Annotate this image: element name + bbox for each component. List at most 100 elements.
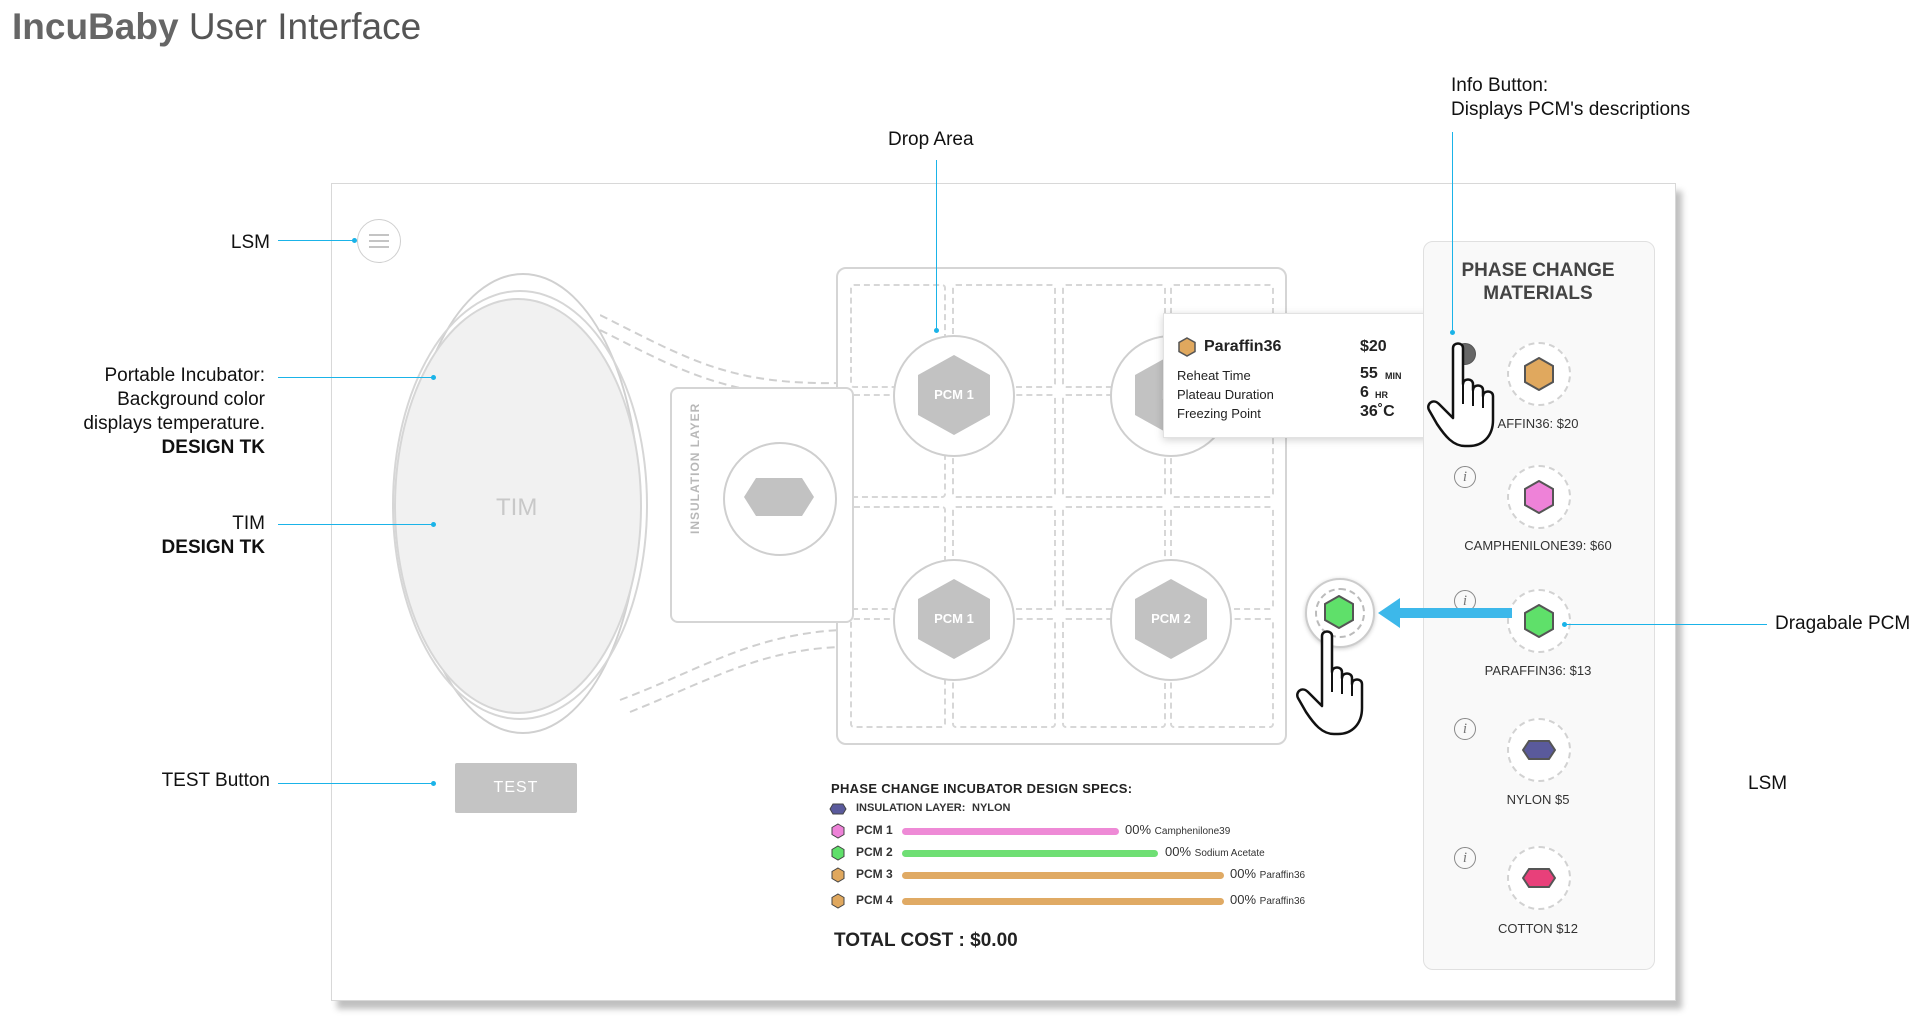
portable-incubator-ring bbox=[392, 290, 648, 720]
elongated-hexagon-red-icon bbox=[1522, 868, 1556, 888]
hexagon-orange-icon bbox=[1524, 357, 1554, 391]
pcm-label-5: COTTON $12 bbox=[1498, 921, 1578, 936]
annotation-line bbox=[278, 524, 433, 525]
annotation-line bbox=[278, 377, 433, 378]
specs-title: PHASE CHANGE INCUBATOR DESIGN SPECS: bbox=[831, 781, 1133, 796]
info-button[interactable]: i bbox=[1454, 466, 1476, 488]
spec-pcm-pct: 00% Paraffin36 bbox=[1230, 892, 1306, 907]
spec-pcm-label: PCM 3 bbox=[856, 867, 893, 881]
annotation-line bbox=[278, 240, 354, 241]
hand-pointer-cursor-icon bbox=[1427, 342, 1495, 448]
popup-pcm-price: $20 bbox=[1360, 338, 1387, 355]
insulation-layer-label: INSULATION LAYER bbox=[688, 402, 702, 534]
annotation-tim: TIM DESIGN TK bbox=[161, 513, 265, 558]
info-button[interactable]: i bbox=[1454, 847, 1476, 869]
hexagon-green-icon bbox=[831, 845, 845, 861]
sidebar-title-line1: PHASE CHANGE bbox=[1461, 260, 1615, 281]
spec-pcm2-bar bbox=[902, 850, 1158, 857]
dragged-pcm-ring bbox=[1315, 588, 1365, 638]
hexagon-gray-icon bbox=[918, 579, 990, 659]
spec-pcm4-bar bbox=[902, 898, 1224, 905]
annotation-dot bbox=[1562, 622, 1567, 627]
annotation-portable-incubator: Portable Incubator: Background color dis… bbox=[83, 365, 265, 458]
annotation-lsm-right: LSM bbox=[1748, 773, 1788, 794]
lsm-menu-button[interactable] bbox=[357, 219, 401, 263]
annotation-lsm-left: LSM bbox=[230, 232, 270, 253]
spec-pcm-pct: 00% Camphenilone39 bbox=[1125, 822, 1231, 837]
drop-slot-pcm2-bottom[interactable]: PCM 2 bbox=[1110, 559, 1232, 681]
hand-drag-cursor-icon bbox=[1296, 630, 1364, 736]
specs-insulation-value: NYLON bbox=[972, 802, 1011, 814]
page-title: IncuBaby User Interface bbox=[12, 6, 421, 48]
popup-row-label: Reheat Time bbox=[1177, 368, 1251, 383]
pcm-slot-nylon[interactable] bbox=[1507, 718, 1571, 782]
pcm-slot-paraffin36-green[interactable] bbox=[1507, 589, 1571, 653]
pcm-slot-camphenilone39[interactable] bbox=[1507, 465, 1571, 529]
drag-arrow-icon bbox=[1378, 598, 1512, 628]
annotation-dot bbox=[934, 328, 939, 333]
spec-pcm-pct: 00% Sodium Acetate bbox=[1165, 844, 1265, 859]
hamburger-icon bbox=[369, 234, 389, 248]
annotation-drop-area: Drop Area bbox=[888, 129, 974, 150]
drop-slot-pcm1-bottom[interactable]: PCM 1 bbox=[893, 559, 1015, 681]
elongated-hexagon-navy-icon bbox=[829, 803, 847, 815]
page-title-brand: IncuBaby bbox=[12, 6, 179, 47]
annotation-dot bbox=[431, 781, 436, 786]
test-button[interactable]: TEST bbox=[455, 763, 577, 813]
insulation-hexagon-icon bbox=[744, 478, 814, 516]
spec-pcm3-bar bbox=[902, 872, 1224, 879]
spec-pcm-label: PCM 1 bbox=[856, 823, 893, 837]
tim-label: TIM bbox=[496, 494, 538, 521]
total-cost: TOTAL COST : $0.00 bbox=[834, 930, 1018, 952]
annotation-test-button: TEST Button bbox=[161, 770, 270, 791]
annotation-dragable-pcm: Dragabale PCM bbox=[1775, 613, 1911, 634]
pcm-label-4: NYLON $5 bbox=[1506, 792, 1570, 807]
drop-slot-label: PCM 1 bbox=[934, 387, 974, 402]
hexagon-gray-icon bbox=[1135, 579, 1207, 659]
drop-slot-pcm1-top[interactable]: PCM 1 bbox=[893, 335, 1015, 457]
pcm-label-3: PARAFFIN36: $13 bbox=[1484, 663, 1592, 678]
annotation-line bbox=[278, 783, 433, 784]
annotation-line bbox=[936, 160, 937, 330]
hexagon-pink-icon bbox=[831, 823, 845, 839]
pcm-slot-cotton[interactable] bbox=[1507, 846, 1571, 910]
annotation-dot bbox=[1450, 330, 1455, 335]
hexagon-orange-icon bbox=[831, 893, 845, 909]
popup-row-unit: MIN bbox=[1385, 371, 1402, 381]
spec-pcm-label: PCM 4 bbox=[856, 893, 893, 907]
info-button[interactable]: i bbox=[1454, 718, 1476, 740]
drop-slot-label: PCM 1 bbox=[934, 611, 974, 626]
annotation-line bbox=[1452, 132, 1453, 332]
spec-pcm-pct: 00% Paraffin36 bbox=[1230, 866, 1306, 881]
elongated-hexagon-navy-icon bbox=[1522, 740, 1556, 760]
pcm-info-popup: Paraffin36 $20 Reheat Time 55 MIN Platea… bbox=[1163, 313, 1437, 438]
popup-row-value: 6 bbox=[1360, 384, 1369, 401]
hexagon-green-icon bbox=[1324, 595, 1354, 629]
tim-area bbox=[394, 298, 642, 714]
popup-pcm-name: Paraffin36 bbox=[1204, 338, 1282, 355]
popup-row-label: Freezing Point bbox=[1177, 406, 1261, 421]
pcm-label-2: CAMPHENILONE39: $60 bbox=[1464, 538, 1612, 553]
annotation-dot bbox=[431, 375, 436, 380]
hexagon-gray-icon bbox=[918, 355, 990, 435]
sidebar-title: PHASE CHANGE MATERIALS bbox=[1423, 259, 1653, 305]
annotation-dot bbox=[431, 522, 436, 527]
pcm-label-1: AFFIN36: $20 bbox=[1497, 416, 1579, 431]
annotation-info-button: Info Button: Displays PCM's descriptions bbox=[1451, 75, 1691, 120]
page-title-rest: User Interface bbox=[188, 6, 422, 47]
spec-pcm-label: PCM 2 bbox=[856, 845, 893, 859]
pcm-slot-paraffin36[interactable] bbox=[1507, 342, 1571, 406]
total-cost-value: $0.00 bbox=[970, 930, 1018, 951]
popup-row-value: 36˚C bbox=[1360, 403, 1395, 420]
popup-row-label: Plateau Duration bbox=[1177, 387, 1274, 402]
total-cost-label: TOTAL COST : bbox=[834, 930, 965, 951]
dragged-pcm[interactable] bbox=[1305, 578, 1375, 648]
hexagon-orange-icon bbox=[831, 867, 845, 883]
hexagon-pink-icon bbox=[1524, 480, 1554, 514]
drop-slot-label: PCM 2 bbox=[1151, 611, 1191, 626]
hexagon-orange-icon bbox=[1178, 337, 1196, 357]
annotation-line bbox=[1565, 624, 1767, 625]
specs-insulation-label: INSULATION LAYER: bbox=[856, 802, 966, 814]
popup-row-value: 55 bbox=[1360, 365, 1378, 382]
popup-row-unit: HR bbox=[1375, 390, 1388, 400]
